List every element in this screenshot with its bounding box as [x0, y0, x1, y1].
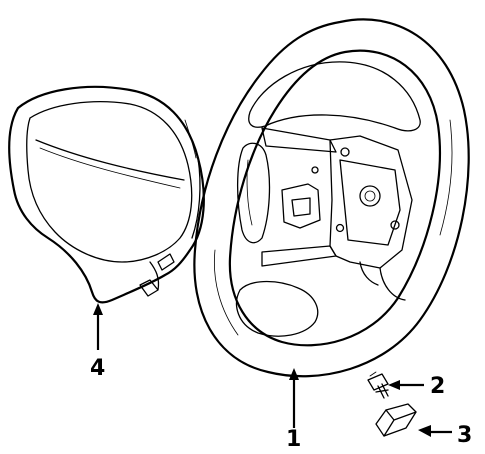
wheel-wiring — [379, 267, 406, 301]
lower-spoke-pad — [235, 280, 319, 337]
steering-wheel — [193, 18, 470, 378]
hub-plate — [329, 135, 413, 269]
callout-1: 1 — [286, 427, 301, 452]
bolt — [367, 371, 389, 399]
airbag-cover-outline — [8, 85, 205, 304]
hub-bracket — [281, 183, 321, 229]
airbag-connector — [139, 261, 160, 297]
callout-2: 2 — [430, 374, 445, 399]
clip — [375, 403, 417, 437]
hub-center-hole — [359, 185, 381, 207]
upper-spoke — [261, 127, 337, 153]
callout-4: 4 — [90, 356, 105, 381]
airbag-inner-panel — [26, 101, 193, 263]
callout-3: 3 — [457, 423, 472, 448]
airbag-seam — [35, 139, 185, 181]
wheel-rim-inner — [228, 49, 441, 347]
middle-spoke — [261, 245, 337, 267]
upper-opening — [248, 61, 421, 132]
airbag-module — [8, 85, 205, 304]
left-spoke-pad — [236, 142, 271, 244]
wheel-rim-outer — [193, 18, 470, 378]
